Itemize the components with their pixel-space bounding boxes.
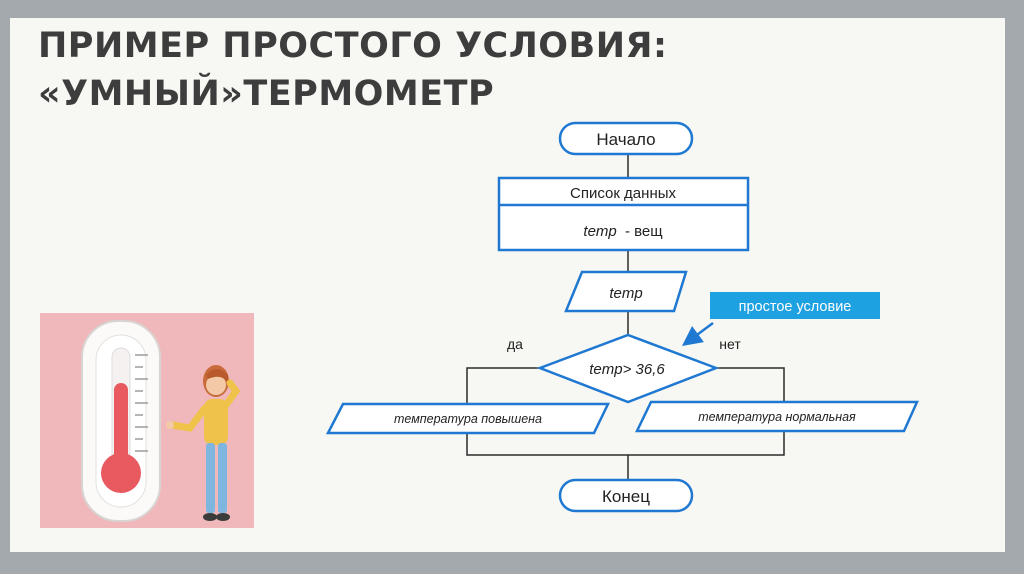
data-list-block: Список данных temp - вещ — [497, 176, 750, 252]
connector-lines — [466, 154, 785, 480]
flowchart: Начало Список данных temp - вещ temp tem… — [325, 121, 919, 513]
svg-text:temp - вещ: temp - вещ — [583, 223, 662, 240]
branch-yes-label: да — [507, 336, 523, 352]
output-no-label: температура нормальная — [698, 410, 856, 424]
condition-variable: temp — [589, 361, 622, 378]
output-yes-label: температура повышена — [394, 412, 542, 426]
thermometer-icon — [81, 320, 161, 522]
start-terminal: Начало — [558, 121, 694, 156]
output-yes-block: температура повышена — [325, 402, 610, 435]
end-label: Конец — [602, 487, 650, 506]
data-list-header: Список данных — [570, 185, 677, 202]
start-label: Начало — [596, 130, 655, 149]
branch-no-label: нет — [719, 336, 741, 352]
slide: ПРИМЕР ПРОСТОГО УСЛОВИЯ: «УМНЫЙ»ТЕРМОМЕТ… — [10, 18, 1005, 552]
woman-figure — [166, 365, 241, 521]
slide-title-line2: «УМНЫЙ»ТЕРМОМЕТР — [38, 74, 495, 114]
thermometer-illustration — [40, 313, 254, 528]
output-no-block: температура нормальная — [635, 400, 919, 433]
condition-block: temp> 36,6 — [536, 333, 720, 404]
svg-text:temp> 36,6: temp> 36,6 — [589, 361, 665, 378]
condition-expression: > 36,6 — [623, 361, 666, 378]
data-list-type: - вещ — [625, 223, 663, 240]
input-label: temp — [609, 285, 642, 302]
end-terminal: Конец — [558, 478, 694, 513]
callout: простое условие — [681, 292, 880, 346]
slide-title-line1: ПРИМЕР ПРОСТОГО УСЛОВИЯ: — [38, 26, 668, 66]
input-block: temp — [564, 270, 688, 313]
callout-arrow — [681, 321, 714, 346]
callout-label: простое условие — [739, 299, 852, 315]
data-list-variable: temp — [583, 223, 616, 240]
